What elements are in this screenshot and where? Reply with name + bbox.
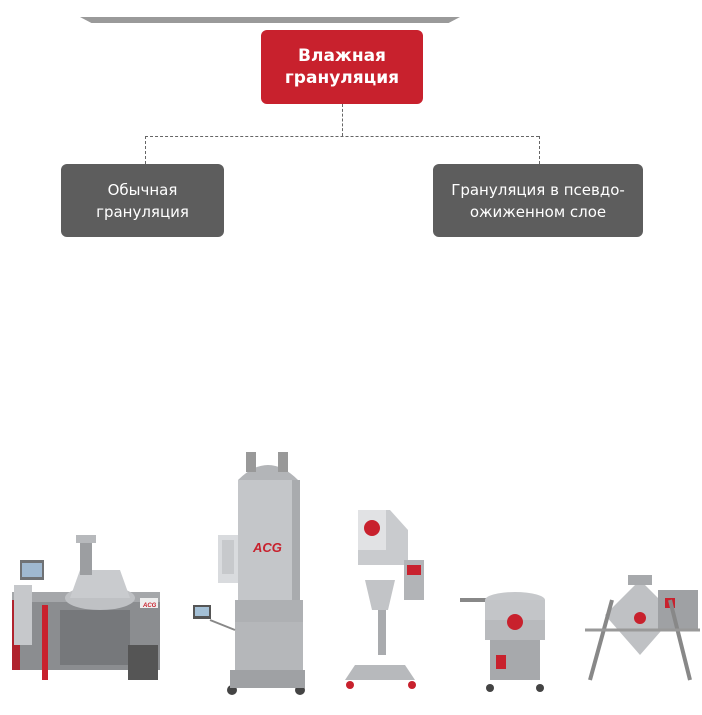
root-node-label: Влажная грануляция: [284, 46, 400, 88]
child-node-label: Грануляция в псевдо-ожиженном слое: [451, 180, 625, 221]
connector-to-left-node: [145, 136, 146, 164]
machine-brand: ACG: [142, 603, 157, 609]
root-node-wet-granulation: Влажная грануляция: [261, 30, 423, 104]
cone-mill-icon: [345, 510, 424, 689]
connector-to-right-node: [539, 136, 540, 164]
double-cone-blender-icon: [585, 575, 700, 681]
connector-root-down: [342, 104, 343, 136]
child-node-label: Обычная грануляция: [96, 180, 189, 221]
machine-brand: ACG: [252, 540, 282, 555]
fluid-bed-dryer-icon: ACG: [193, 452, 305, 695]
connector-horizontal: [145, 136, 539, 137]
vibro-sifter-icon: [460, 592, 545, 692]
header-accent-bar: [80, 17, 460, 23]
equipment-illustrations: ACG ACG: [12, 452, 700, 695]
child-node-fluid-bed-granulation: Грануляция в псевдо-ожиженном слое: [433, 164, 643, 237]
high-shear-granulator-icon: ACG: [12, 535, 160, 680]
child-node-conventional-granulation: Обычная грануляция: [61, 164, 224, 237]
